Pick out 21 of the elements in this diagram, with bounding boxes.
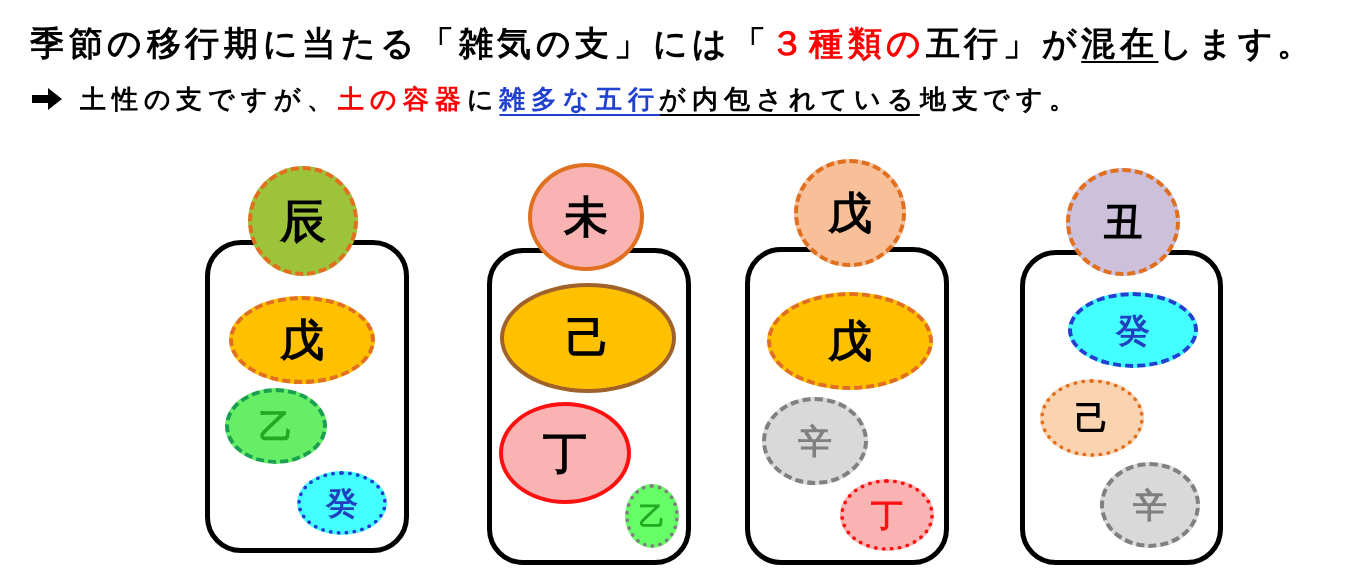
subheading: 土性の支ですが、土の容器に雑多な五行が内包されている地支です。 — [80, 86, 1081, 112]
ellipse-node: 戊 — [229, 296, 375, 384]
ellipse-node: 癸 — [297, 471, 387, 535]
ellipse-node: 辛 — [1100, 462, 1200, 548]
circle-node: 乙 — [625, 484, 679, 548]
ellipse-node: 戊 — [767, 292, 933, 390]
ellipse-node: 己 — [500, 283, 676, 393]
ellipse-node: 乙 — [225, 388, 327, 464]
heading: 季節の移行期に当たる「雑気の支」には「３種類の五行」が混在します。 — [30, 26, 1316, 60]
ellipse-node: 丁 — [499, 402, 631, 504]
container-box — [745, 247, 949, 565]
circle-node: 戊 — [794, 159, 906, 267]
ellipse-node: 丁 — [840, 479, 934, 551]
ellipse-node: 辛 — [762, 397, 868, 485]
circle-node: 丑 — [1066, 168, 1180, 276]
container-box — [1020, 250, 1223, 565]
ellipse-node: 己 — [1040, 379, 1144, 457]
circle-node: 辰 — [248, 166, 358, 276]
container-box — [487, 248, 691, 565]
circle-node: 未 — [528, 163, 644, 271]
ellipse-node: 癸 — [1068, 292, 1198, 368]
